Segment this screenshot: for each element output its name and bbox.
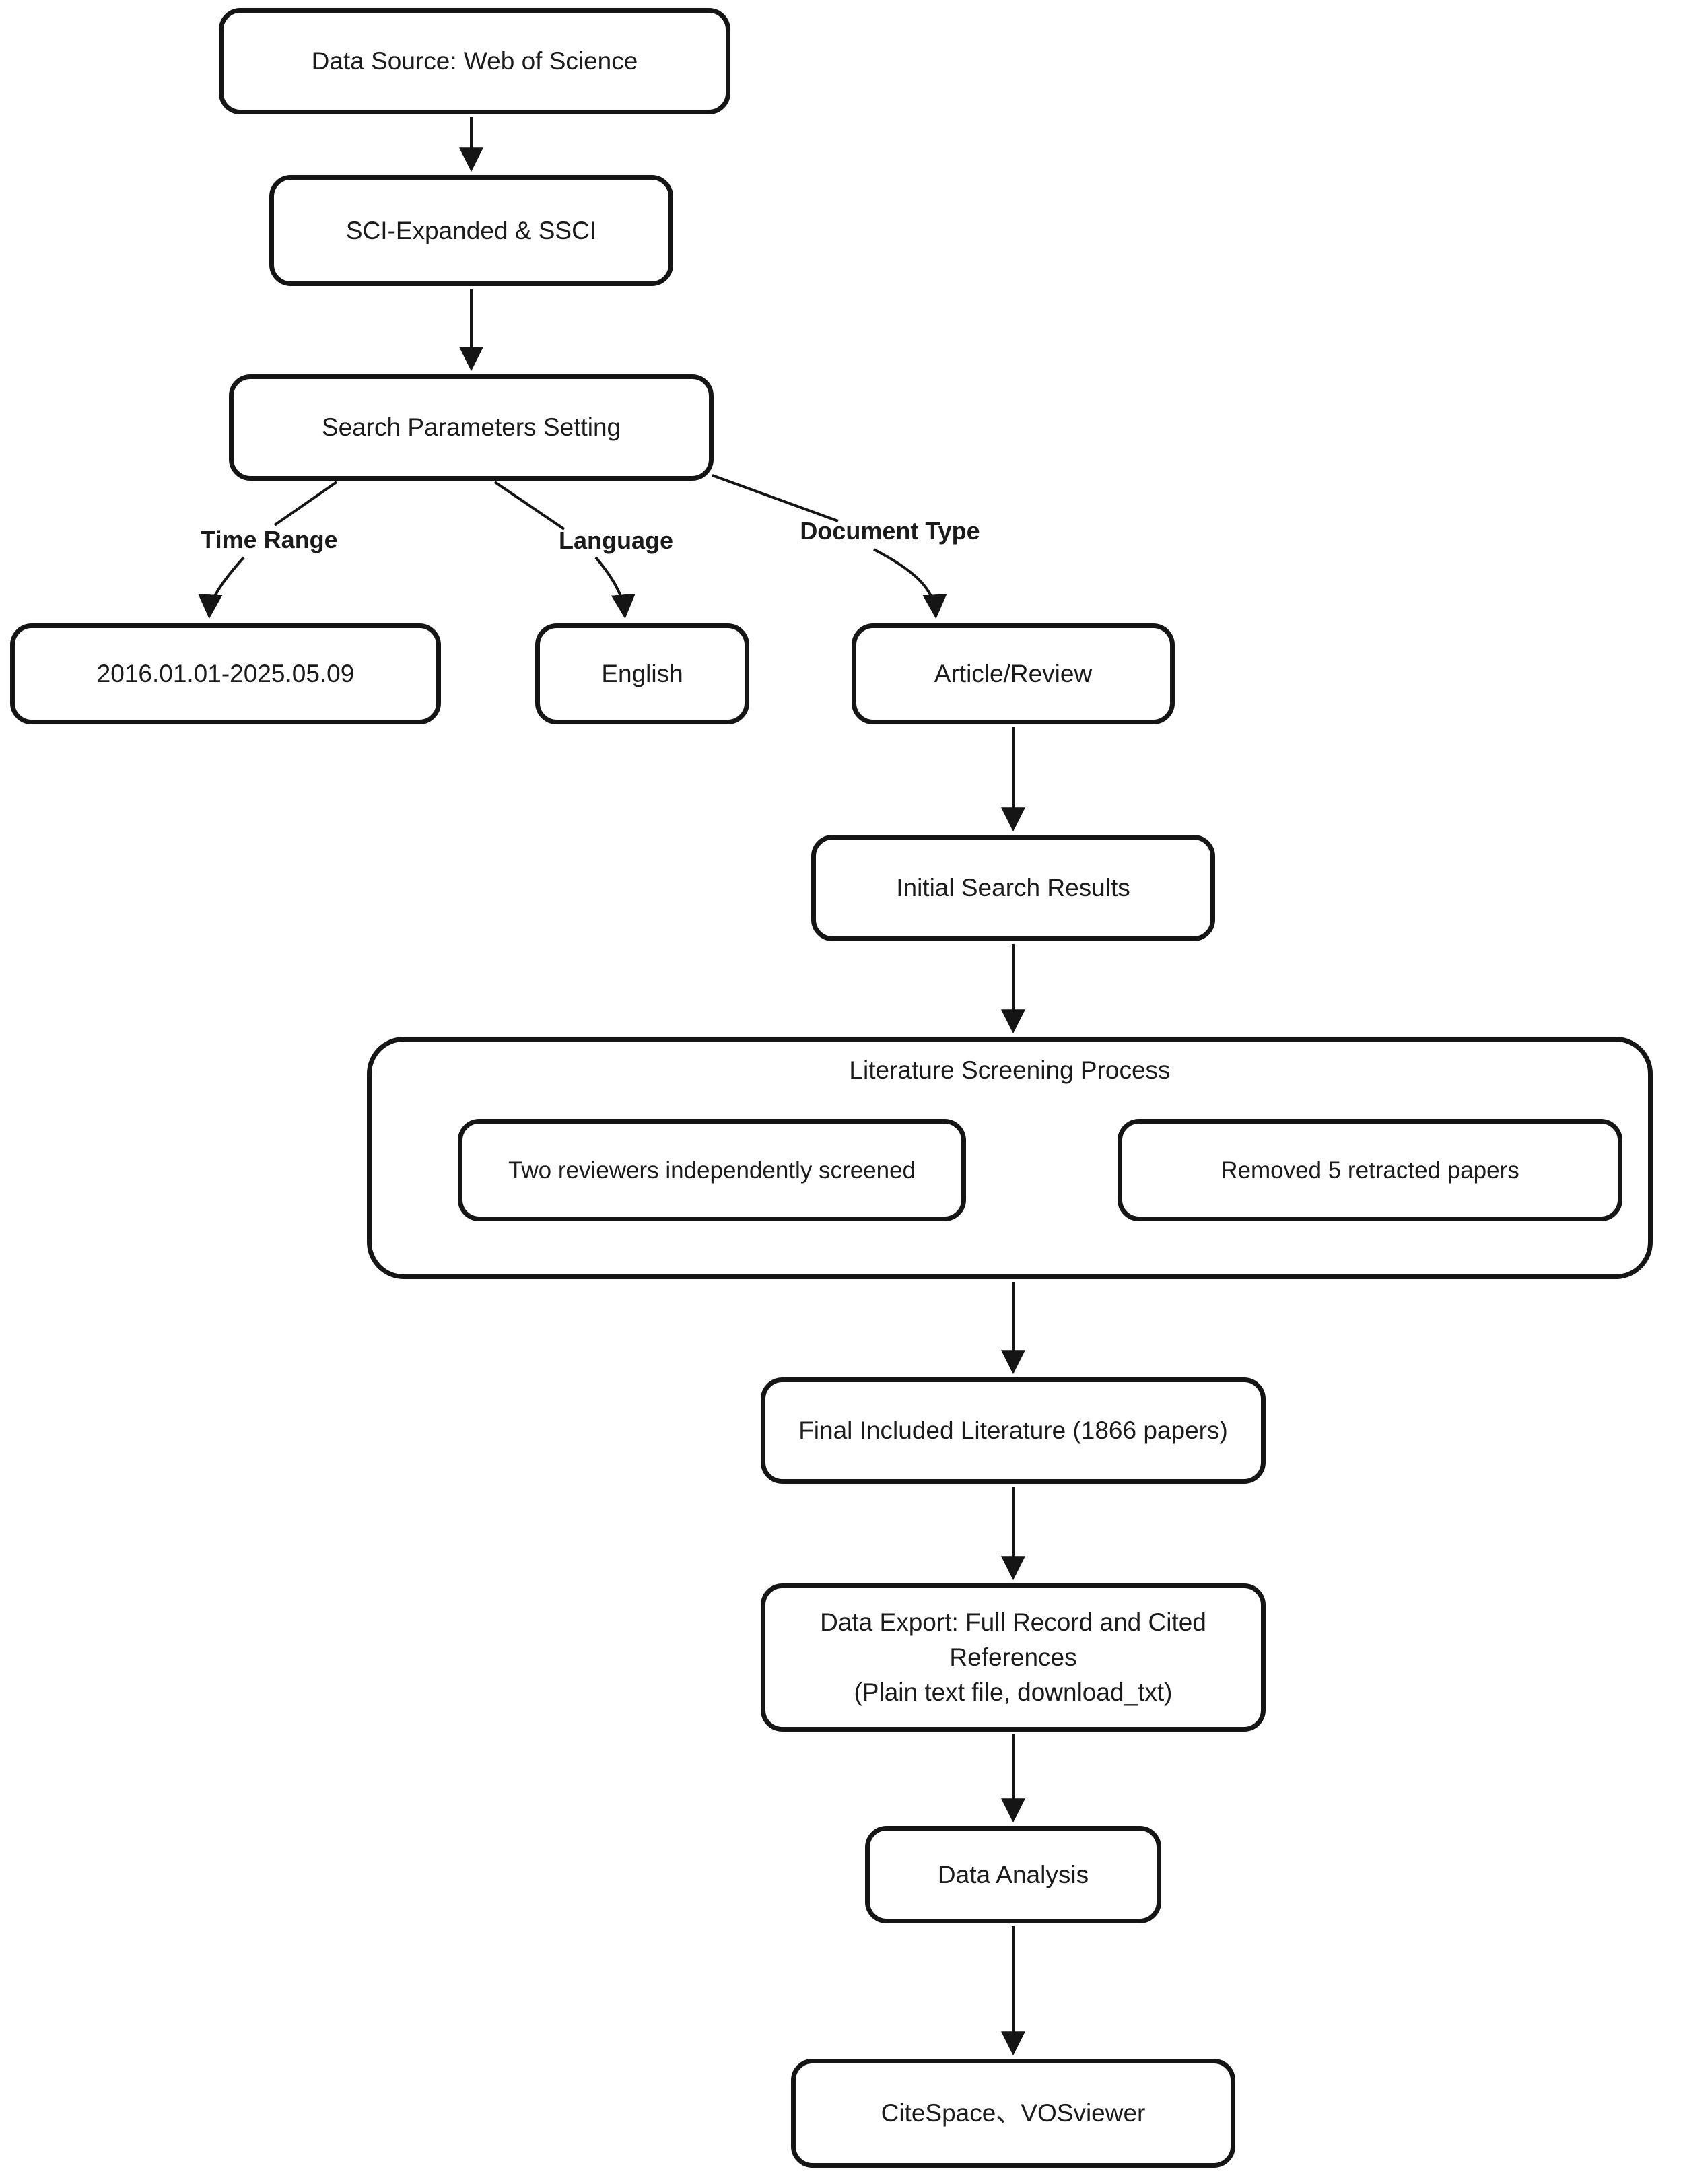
edge-params-to-language-segment xyxy=(493,481,565,531)
node-document-type-value-label: Article/Review xyxy=(934,660,1093,688)
node-data-export-line2: (Plain text file, download_txt) xyxy=(854,1678,1173,1706)
edge-timerange-to-date-arrow xyxy=(198,556,245,619)
node-data-source-label: Data Source: Web of Science xyxy=(311,47,638,75)
node-analysis-tools-label: CiteSpace、VOSviewer xyxy=(881,2099,1146,2127)
node-indexes: SCI-Expanded & SSCI xyxy=(269,175,673,286)
node-indexes-label: SCI-Expanded & SSCI xyxy=(345,216,597,244)
edge-params-to-timerange-segment xyxy=(273,481,338,526)
node-data-export: Data Export: Full Record and Cited Refer… xyxy=(761,1583,1266,1732)
node-time-range-value-label: 2016.01.01-2025.05.09 xyxy=(96,660,355,688)
edge-label-time-range: Time Range xyxy=(201,526,338,553)
node-analysis-tools: CiteSpace、VOSviewer xyxy=(791,2059,1235,2168)
edge-doctype-to-article-arrow xyxy=(873,548,947,619)
node-initial-results-label: Initial Search Results xyxy=(896,874,1130,902)
node-data-analysis: Data Analysis xyxy=(865,1826,1161,1923)
node-screening-step2-label: Removed 5 retracted papers xyxy=(1221,1157,1519,1184)
edge-language-to-english-arrow xyxy=(594,556,636,619)
node-data-export-line1: Data Export: Full Record and Cited Refer… xyxy=(820,1608,1206,1672)
node-data-source: Data Source: Web of Science xyxy=(219,8,730,114)
node-final-literature: Final Included Literature (1866 papers) xyxy=(761,1377,1266,1484)
edge-label-language: Language xyxy=(558,526,674,554)
edge-label-document-type: Document Type xyxy=(800,517,980,545)
node-search-params: Search Parameters Setting xyxy=(229,374,714,481)
node-screening-step1: Two reviewers independently screened xyxy=(458,1119,966,1221)
node-time-range-value: 2016.01.01-2025.05.09 xyxy=(10,623,441,724)
node-language-value: English xyxy=(535,623,749,724)
node-document-type-value: Article/Review xyxy=(852,623,1175,724)
node-data-analysis-label: Data Analysis xyxy=(937,1860,1089,1888)
node-screening-step1-label: Two reviewers independently screened xyxy=(508,1157,916,1184)
node-screening-step2: Removed 5 retracted papers xyxy=(1118,1119,1622,1221)
edge-params-to-doctype-segment xyxy=(712,474,839,522)
node-search-params-label: Search Parameters Setting xyxy=(321,413,621,442)
group-literature-screening-title: Literature Screening Process xyxy=(849,1056,1171,1084)
node-initial-results: Initial Search Results xyxy=(811,835,1215,941)
node-language-value-label: English xyxy=(601,660,683,688)
node-final-literature-label: Final Included Literature (1866 papers) xyxy=(798,1417,1228,1445)
